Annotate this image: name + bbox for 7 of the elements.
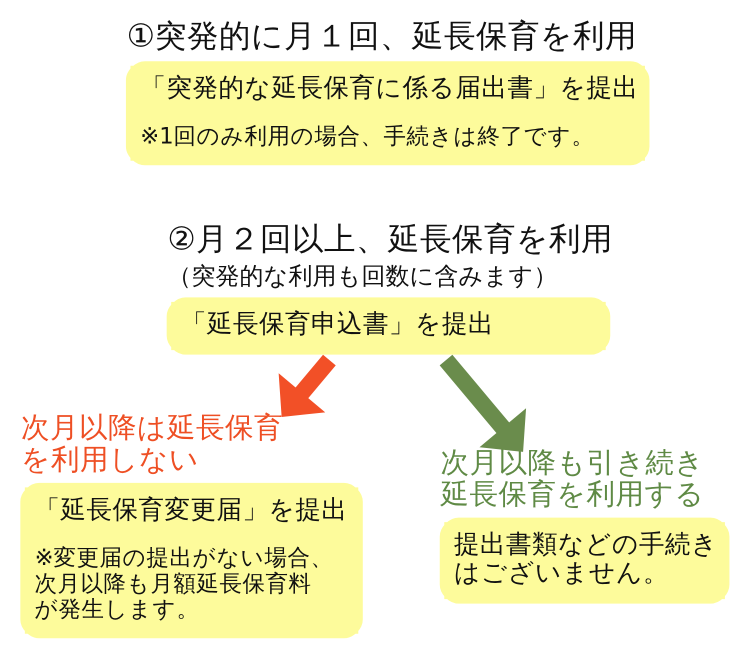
node-label: ②月２回以上、延長保育を利用 <box>166 221 612 258</box>
arrow <box>439 354 526 452</box>
node-label: ①突発的に月１回、延長保育を利用 <box>126 18 637 55</box>
node-label: （突発的な利用も回数に含みます） <box>166 262 557 290</box>
arrow <box>278 354 336 417</box>
node-label: 次月以降は延長保育を利用しない <box>20 410 283 476</box>
node-label: 次月以降も引き続き延長保育を利用する <box>440 444 704 511</box>
